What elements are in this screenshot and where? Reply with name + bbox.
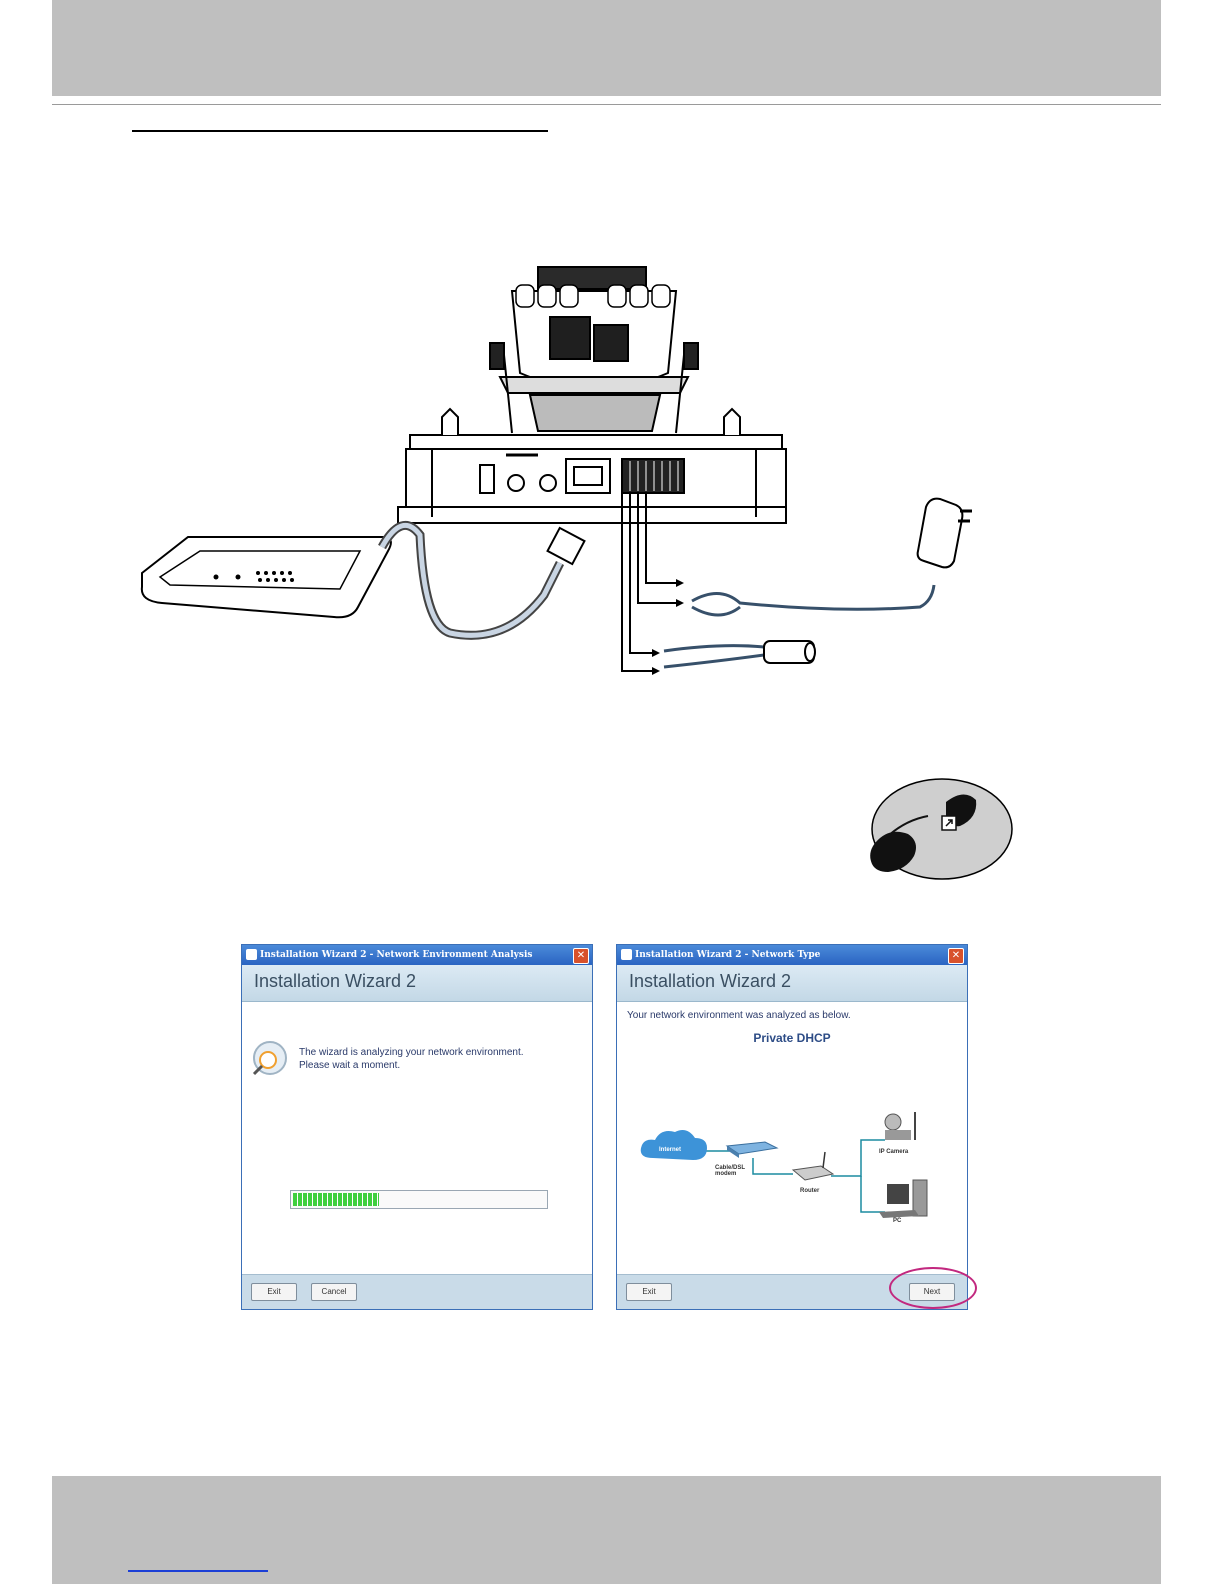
wizard-banner: Installation Wizard 2	[617, 965, 967, 1002]
wizard-banner: Installation Wizard 2	[242, 965, 592, 1002]
network-topology-diagram	[617, 1092, 967, 1252]
router-label: Router	[800, 1188, 819, 1194]
camera-label: IP Camera	[879, 1149, 908, 1155]
wizard-network-type-window: Installation Wizard 2 - Network Type ✕ I…	[616, 944, 968, 1310]
close-icon[interactable]: ✕	[948, 948, 964, 964]
exit-button[interactable]: Exit	[626, 1283, 672, 1301]
dip-switch	[480, 465, 494, 493]
status-message: The wizard is analyzing your network env…	[299, 1046, 524, 1072]
window-title: Installation Wizard 2 - Network Type	[635, 950, 820, 960]
wizard-analysis-window: Installation Wizard 2 - Network Environm…	[241, 944, 593, 1310]
search-globe-icon	[248, 1038, 292, 1082]
terminal-block	[622, 459, 684, 493]
window-title: Installation Wizard 2 - Network Environm…	[260, 950, 532, 960]
left-knob	[490, 343, 504, 369]
footer-band	[52, 1476, 1161, 1584]
window-title-bar: Installation Wizard 2 - Network Type ✕	[617, 945, 967, 965]
analysis-progress-bar	[290, 1190, 548, 1209]
router-icon	[793, 1166, 833, 1180]
rj45-plug	[548, 528, 585, 564]
section-underline	[132, 130, 548, 132]
next-button-highlight	[889, 1267, 977, 1309]
pc-icon	[879, 1180, 927, 1218]
app-icon	[621, 949, 632, 960]
ip-camera-icon	[885, 1112, 915, 1140]
network-type-label: Private DHCP	[617, 1031, 967, 1045]
internet-label: Internet	[659, 1147, 681, 1153]
camera-lens-cap	[538, 267, 646, 289]
analysis-result-message: Your network environment was analyzed as…	[627, 1009, 851, 1022]
window-title-bar: Installation Wizard 2 - Network Environm…	[242, 945, 592, 965]
modem-label: Cable/DSL modem	[715, 1165, 745, 1177]
wizard-body: Your network environment was analyzed as…	[617, 1002, 967, 1275]
app-icon	[246, 949, 257, 960]
exit-button[interactable]: Exit	[251, 1283, 297, 1301]
wizard-heading: Installation Wizard 2	[254, 971, 416, 992]
right-knob	[684, 343, 698, 369]
mouse-double-click-illustration	[858, 776, 1018, 884]
wizard-body: The wizard is analyzing your network env…	[242, 1002, 592, 1275]
progress-fill	[293, 1193, 379, 1206]
footer-link-underline[interactable]	[128, 1570, 268, 1572]
wizard-footer: Exit Cancel	[242, 1274, 592, 1309]
header-rule	[52, 104, 1161, 105]
pc-label: PC	[893, 1218, 901, 1224]
close-icon[interactable]: ✕	[573, 948, 589, 964]
connection-diagram	[120, 255, 1000, 685]
header-band	[52, 0, 1161, 96]
audio-jack-2	[540, 475, 556, 491]
internet-cloud-icon	[641, 1130, 707, 1160]
audio-jack-1	[508, 475, 524, 491]
ethernet-cable	[382, 525, 560, 635]
camera-base	[410, 435, 782, 449]
wizard-heading: Installation Wizard 2	[629, 971, 791, 992]
cancel-button[interactable]: Cancel	[311, 1283, 357, 1301]
power-adapter	[918, 499, 963, 568]
